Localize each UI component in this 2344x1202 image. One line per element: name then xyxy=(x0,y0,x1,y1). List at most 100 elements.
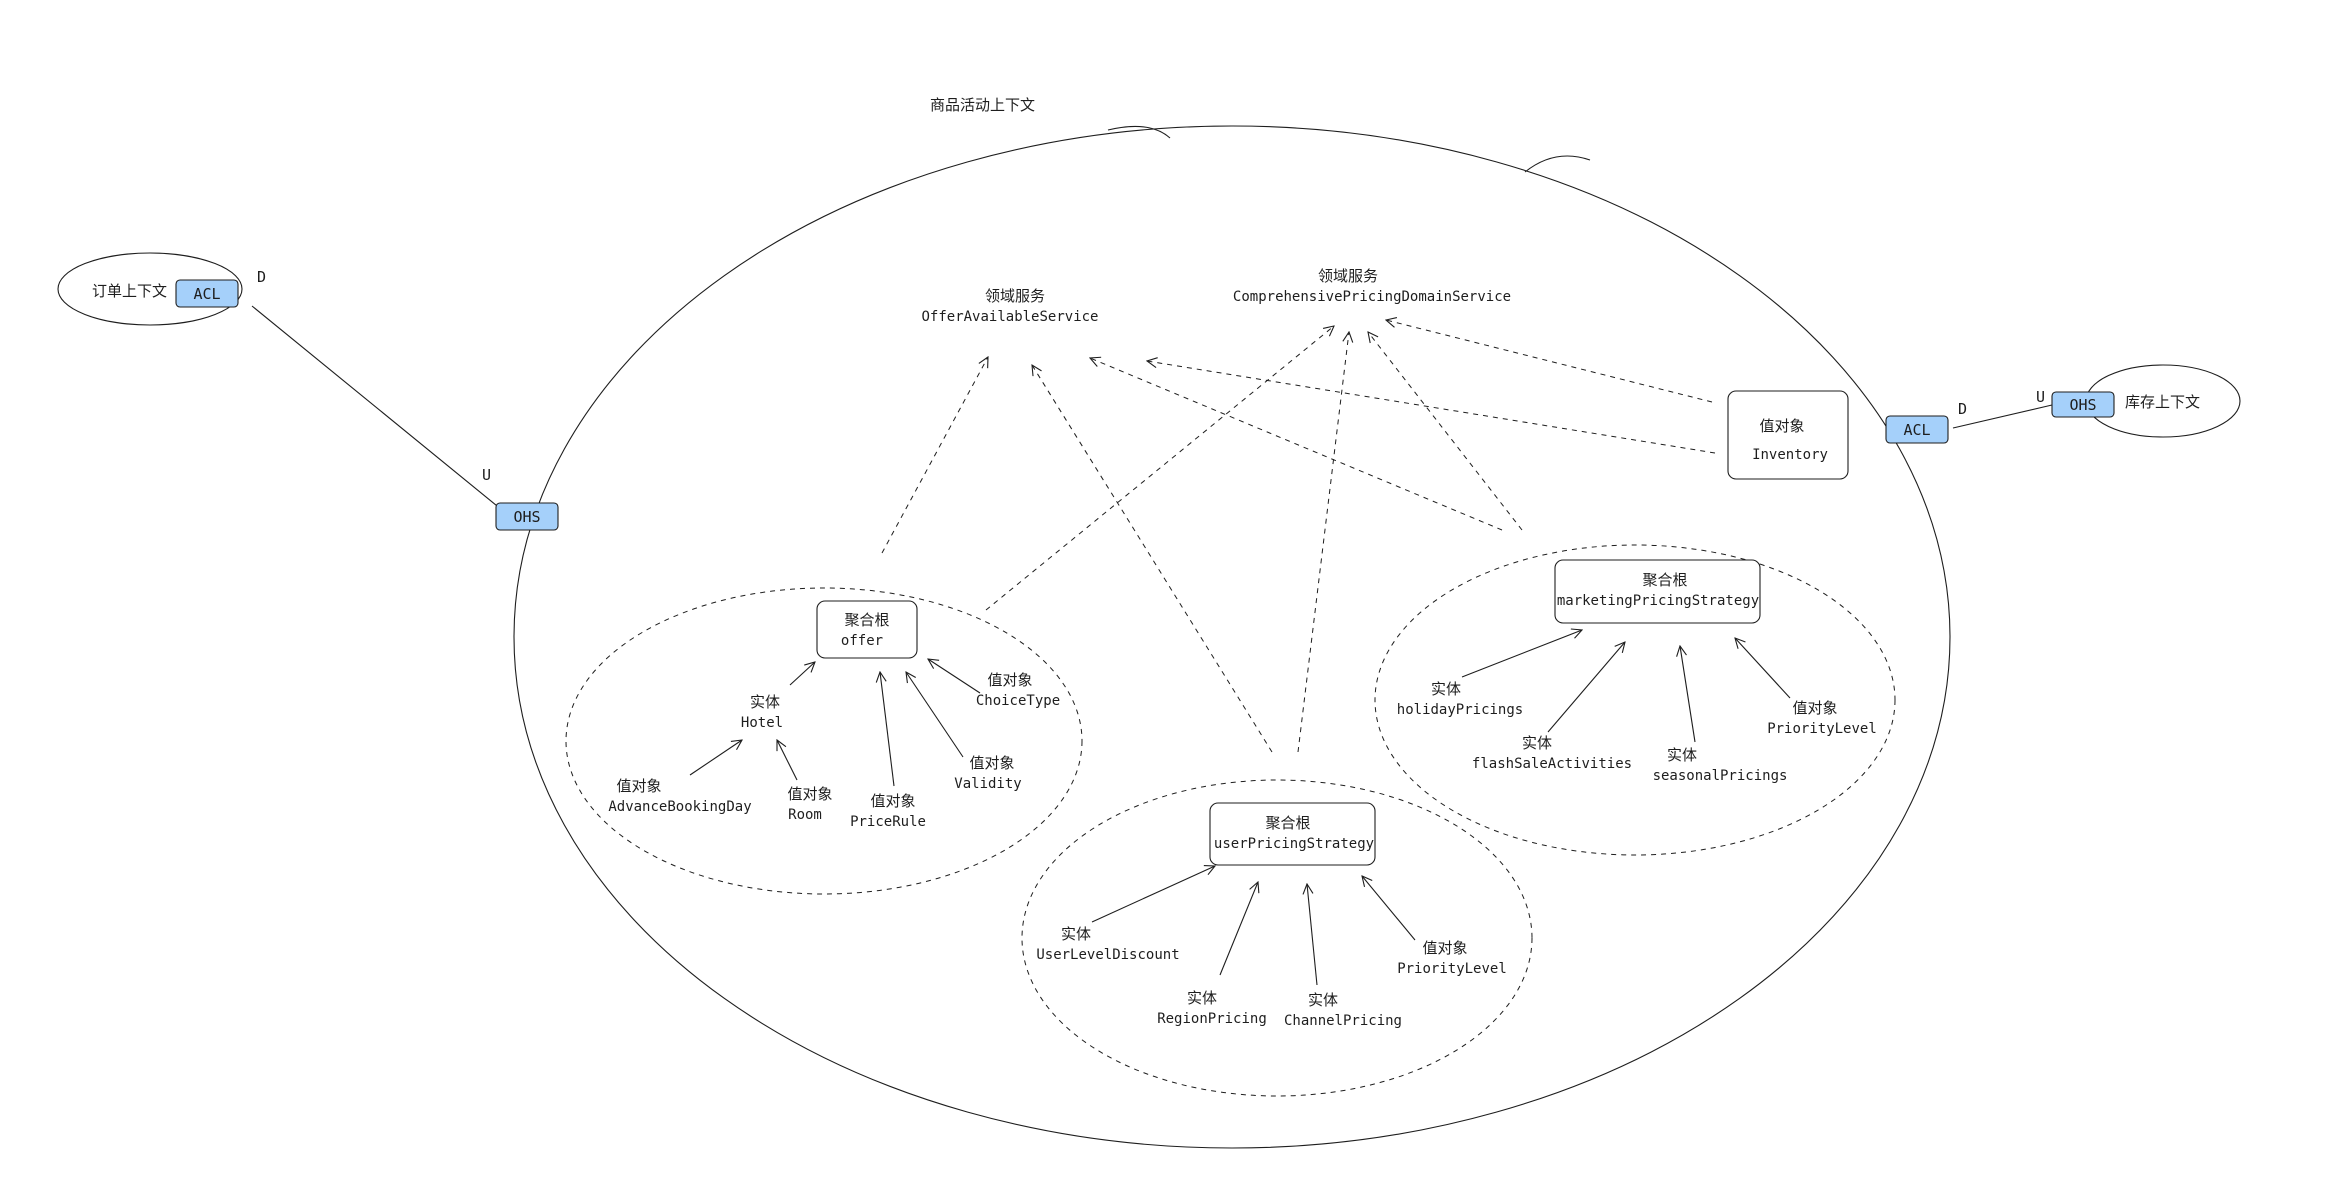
offer-aggregate: 聚合根 offer 实体 Hotel 值对象 AdvanceBookingDay… xyxy=(565,587,1083,895)
arrow-userpricing-to-offeravailable xyxy=(1032,365,1273,753)
member-name: ChannelPricing xyxy=(1284,1013,1402,1029)
product-context-label: 商品活动上下文 xyxy=(930,96,1035,114)
member-name: flashSaleActivities xyxy=(1472,756,1632,772)
order-context-label: 订单上下文 xyxy=(92,282,167,300)
member-name: RegionPricing xyxy=(1157,1011,1267,1027)
member-name: Room xyxy=(788,807,822,823)
user-pricing-aggregate-boundary xyxy=(1021,779,1533,1097)
member-name: PriorityLevel xyxy=(1397,961,1507,977)
boundary-sketch-mark xyxy=(1107,125,1171,139)
arrow-pricerule-to-offer xyxy=(880,672,895,787)
service-name-label: ComprehensivePricingDomainService xyxy=(1233,289,1511,305)
offer-aggregate-boundary xyxy=(565,587,1083,895)
aggregate-root-name: userPricingStrategy xyxy=(1214,836,1374,852)
service-type-label: 领域服务 xyxy=(1318,267,1378,285)
inventory-vo-box xyxy=(1727,390,1849,480)
inventory-upstream-marker: U xyxy=(2036,388,2045,406)
product-downstream-marker: D xyxy=(1958,400,1967,418)
inventory-vo-type: 值对象 xyxy=(1759,417,1804,435)
product-ohs-badge[interactable] xyxy=(495,502,559,531)
inventory-value-object[interactable]: 值对象 Inventory xyxy=(1727,390,1849,480)
price-rule-vo[interactable]: 值对象 PriceRule xyxy=(850,792,926,830)
arrow-regionpricing-to-root xyxy=(1219,882,1258,976)
aggregate-root-name: offer xyxy=(841,633,883,649)
arrow-marketing-to-comprehensive xyxy=(1368,332,1523,531)
user-pricing-aggregate-root[interactable]: 聚合根 userPricingStrategy xyxy=(1209,802,1376,866)
aggregate-root-type: 聚合根 xyxy=(1265,814,1310,832)
marketing-priority-level-vo[interactable]: 值对象 PriorityLevel xyxy=(1767,699,1877,737)
aggregate-root-box xyxy=(816,600,918,659)
inventory-ohs-badge[interactable] xyxy=(2051,391,2115,418)
user-level-discount-entity[interactable]: 实体 UserLevelDiscount xyxy=(1036,925,1179,963)
product-context-boundary xyxy=(513,125,1951,1149)
member-type: 值对象 xyxy=(616,777,661,795)
member-name: PriceRule xyxy=(850,814,926,830)
product-left-port: U OHS xyxy=(482,466,559,531)
channel-pricing-entity[interactable]: 实体 ChannelPricing xyxy=(1284,991,1402,1029)
member-type: 实体 xyxy=(750,693,780,711)
member-type: 实体 xyxy=(1061,925,1091,943)
arrow-choicetype-to-offer xyxy=(928,659,981,694)
member-type: 值对象 xyxy=(870,792,915,810)
order-acl-badge[interactable] xyxy=(175,279,239,308)
service-name-label: OfferAvailableService xyxy=(921,309,1098,325)
inventory-context: 库存上下文 OHS U xyxy=(2036,364,2241,438)
arrow-userpricing-to-comprehensive xyxy=(1297,332,1349,753)
marketing-pricing-aggregate-root[interactable]: 聚合根 marketingPricingStrategy xyxy=(1554,559,1761,624)
arrow-offer-to-offeravailable xyxy=(881,357,988,554)
member-type: 实体 xyxy=(1187,989,1217,1007)
product-acl-badge[interactable] xyxy=(1885,415,1949,444)
arrow-validity-to-offer xyxy=(906,672,964,758)
marketing-pricing-aggregate: 聚合根 marketingPricingStrategy 实体 holidayP… xyxy=(1374,544,1896,856)
product-inventory-relation-line xyxy=(1952,404,2053,429)
aggregate-root-box xyxy=(1209,802,1376,866)
service-type-label: 领域服务 xyxy=(985,287,1045,305)
seasonal-pricings-entity[interactable]: 实体 seasonalPricings xyxy=(1653,746,1788,784)
product-upstream-marker: U xyxy=(482,466,491,484)
member-type: 实体 xyxy=(1431,680,1461,698)
product-acl-label: ACL xyxy=(1903,421,1930,439)
aggregate-root-box xyxy=(1554,559,1761,624)
aggregate-root-name: marketingPricingStrategy xyxy=(1557,593,1759,609)
boundary-sketch-mark xyxy=(1524,155,1591,173)
service-dependency-arrows xyxy=(881,320,1716,753)
member-type: 实体 xyxy=(1522,734,1552,752)
offer-available-service[interactable]: 领域服务 OfferAvailableService xyxy=(921,287,1098,325)
order-context: 订单上下文 ACL D xyxy=(57,252,266,326)
advance-booking-day-vo[interactable]: 值对象 AdvanceBookingDay xyxy=(608,777,751,815)
order-downstream-marker: D xyxy=(257,268,266,286)
choice-type-vo[interactable]: 值对象 ChoiceType xyxy=(976,671,1060,709)
aggregate-root-type: 聚合根 xyxy=(1642,571,1687,589)
member-type: 值对象 xyxy=(1422,939,1467,957)
validity-vo[interactable]: 值对象 Validity xyxy=(954,754,1021,792)
member-name: seasonalPricings xyxy=(1653,768,1788,784)
member-name: UserLevelDiscount xyxy=(1036,947,1179,963)
arrow-userleveldiscount-to-root xyxy=(1091,866,1215,923)
order-product-relation-line xyxy=(251,305,503,511)
flash-sale-activities-entity[interactable]: 实体 flashSaleActivities xyxy=(1472,734,1632,772)
user-priority-level-vo[interactable]: 值对象 PriorityLevel xyxy=(1397,939,1507,977)
order-context-boundary xyxy=(57,252,243,326)
member-name: AdvanceBookingDay xyxy=(608,799,751,815)
member-type: 实体 xyxy=(1667,746,1697,764)
member-type: 值对象 xyxy=(1792,699,1837,717)
aggregate-root-type: 聚合根 xyxy=(844,611,889,629)
region-pricing-entity[interactable]: 实体 RegionPricing xyxy=(1157,989,1267,1027)
inventory-context-label: 库存上下文 xyxy=(2125,393,2200,411)
holiday-pricings-entity[interactable]: 实体 holidayPricings xyxy=(1397,680,1523,718)
member-name: Validity xyxy=(954,776,1021,792)
arrow-channelpricing-to-root xyxy=(1307,884,1318,986)
comprehensive-pricing-service[interactable]: 领域服务 ComprehensivePricingDomainService xyxy=(1233,267,1511,305)
arrow-hotel-to-offer xyxy=(789,662,815,686)
member-name: PriorityLevel xyxy=(1767,721,1877,737)
member-name: Hotel xyxy=(741,715,783,731)
hotel-entity[interactable]: 实体 Hotel xyxy=(741,693,783,731)
room-vo[interactable]: 值对象 Room xyxy=(787,785,832,823)
member-type: 值对象 xyxy=(987,671,1032,689)
marketing-pricing-aggregate-boundary xyxy=(1374,544,1896,856)
offer-aggregate-root[interactable]: 聚合根 offer xyxy=(816,600,918,659)
arrow-holidaypricings-to-root xyxy=(1461,630,1582,678)
inventory-vo-name: Inventory xyxy=(1752,447,1828,463)
inventory-ohs-label: OHS xyxy=(2069,396,2096,414)
arrow-prioritylevel-to-marketing-root xyxy=(1735,638,1791,699)
